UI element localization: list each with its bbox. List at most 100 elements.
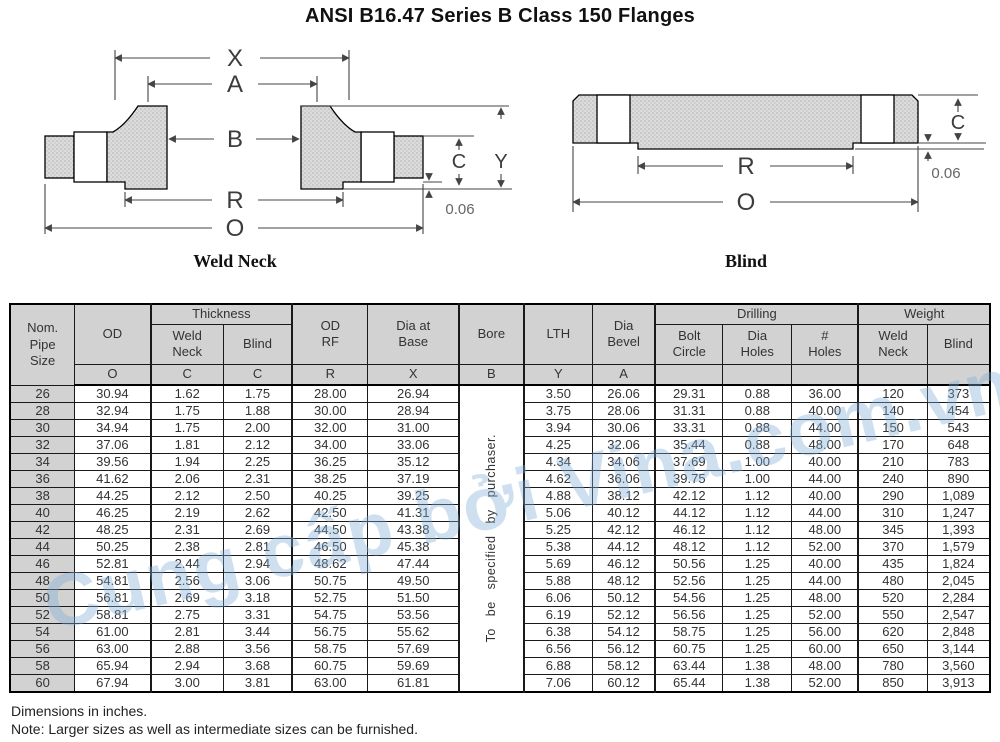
table-cell: 1,089 bbox=[926, 487, 991, 505]
note-larger-sizes: Note: Larger sizes as well as intermedia… bbox=[11, 721, 418, 738]
table-cell: 2.62 bbox=[222, 504, 293, 522]
letter-od-rf: R bbox=[291, 363, 369, 386]
table-cell: 32.94 bbox=[74, 402, 152, 420]
table-cell: 435 bbox=[857, 555, 928, 573]
col-header-dia-bevel: Dia Bevel bbox=[591, 303, 656, 365]
table-cell: 44.00 bbox=[791, 504, 859, 522]
table-cell: 50.12 bbox=[591, 589, 656, 607]
col-header-nom-pipe-size: Nom. Pipe Size bbox=[9, 303, 76, 386]
page-title: ANSI B16.47 Series B Class 150 Flanges bbox=[304, 5, 696, 27]
pipe-size-cell: 46 bbox=[9, 555, 76, 573]
table-cell: 56.75 bbox=[291, 623, 369, 641]
table-cell: 2.81 bbox=[222, 538, 293, 556]
table-cell: 26.94 bbox=[367, 384, 460, 403]
table-cell: 4.25 bbox=[522, 436, 593, 454]
table-cell: 2.12 bbox=[222, 436, 293, 454]
dim-label-y: Y bbox=[494, 151, 507, 173]
table-cell: 65.94 bbox=[74, 657, 152, 675]
table-cell: 890 bbox=[926, 470, 991, 488]
table-cell: 54.75 bbox=[291, 606, 369, 624]
table-cell: 37.19 bbox=[367, 470, 460, 488]
weldneck-right-bolt-band bbox=[360, 131, 395, 183]
table-cell: 0.88 bbox=[722, 419, 793, 437]
col-header-od-rf: OD RF bbox=[291, 303, 369, 365]
weldneck-left-hub bbox=[106, 105, 168, 190]
table-section: Nom. Pipe Size OD Thickness OD RF Dia at… bbox=[9, 303, 991, 693]
table-cell: 780 bbox=[857, 657, 928, 675]
table-cell: 58.75 bbox=[291, 640, 369, 658]
table-cell: 54.81 bbox=[74, 572, 152, 590]
group-header-weight: Weight bbox=[857, 303, 991, 325]
table-cell: 2.25 bbox=[222, 453, 293, 471]
weldneck-right-hub bbox=[300, 105, 362, 190]
table-cell: 543 bbox=[926, 419, 991, 437]
table-cell: 40.25 bbox=[291, 487, 369, 505]
table-cell: 40.00 bbox=[791, 453, 859, 471]
table-cell: 3.31 bbox=[222, 606, 293, 624]
table-cell: 1.88 bbox=[222, 402, 293, 420]
table-cell: 370 bbox=[857, 538, 928, 556]
pipe-size-cell: 56 bbox=[9, 640, 76, 658]
table-cell: 26.06 bbox=[591, 384, 656, 403]
table-cell: 1.75 bbox=[149, 402, 224, 420]
table-cell: 48.00 bbox=[791, 657, 859, 675]
table-cell: 58.81 bbox=[74, 606, 152, 624]
table-cell: 56.56 bbox=[654, 606, 724, 624]
dim-label-x: X bbox=[227, 45, 243, 72]
table-cell: 39.25 bbox=[367, 487, 460, 505]
dim-label-r: R bbox=[226, 187, 243, 214]
pipe-size-cell: 54 bbox=[9, 623, 76, 641]
table-cell: 48.00 bbox=[791, 521, 859, 539]
table-cell: 3.75 bbox=[522, 402, 593, 420]
table-cell: 2,284 bbox=[926, 589, 991, 607]
table-cell: 5.38 bbox=[522, 538, 593, 556]
table-cell: 52.00 bbox=[791, 606, 859, 624]
table-cell: 56.12 bbox=[591, 640, 656, 658]
table-cell: 53.56 bbox=[367, 606, 460, 624]
table-cell: 1.25 bbox=[722, 555, 793, 573]
col-header-lth: LTH bbox=[523, 303, 593, 365]
table-cell: 3.50 bbox=[522, 384, 593, 403]
table-cell: 2.69 bbox=[222, 521, 293, 539]
table-cell: 4.88 bbox=[522, 487, 593, 505]
table-cell: 48.12 bbox=[591, 572, 656, 590]
table-cell: 0.88 bbox=[722, 402, 793, 420]
table-cell: 48.25 bbox=[74, 521, 152, 539]
table-cell: 61.81 bbox=[367, 674, 460, 693]
table-cell: 48.00 bbox=[791, 589, 859, 607]
table-cell: 3.94 bbox=[522, 419, 593, 437]
table-cell: 2.31 bbox=[149, 521, 224, 539]
table-cell: 345 bbox=[857, 521, 928, 539]
letter-thickness-weld-neck: C bbox=[149, 363, 224, 386]
letter-weight-blind bbox=[926, 363, 991, 386]
pipe-size-cell: 58 bbox=[9, 657, 76, 675]
table-cell: 1.00 bbox=[722, 470, 793, 488]
pipe-size-cell: 48 bbox=[9, 572, 76, 590]
table-cell: 2.12 bbox=[149, 487, 224, 505]
table-cell: 454 bbox=[926, 402, 991, 420]
table-cell: 2.38 bbox=[149, 538, 224, 556]
raised-face-label: 0.06 bbox=[931, 165, 960, 182]
table-cell: 56.00 bbox=[791, 623, 859, 641]
table-cell: 63.00 bbox=[74, 640, 152, 658]
table-cell: 67.94 bbox=[74, 674, 152, 693]
diagram-area: X A B R O bbox=[0, 44, 1000, 302]
table-cell: 550 bbox=[857, 606, 928, 624]
table-cell: 1.00 bbox=[722, 453, 793, 471]
table-cell: 1.12 bbox=[722, 538, 793, 556]
pipe-size-cell: 50 bbox=[9, 589, 76, 607]
table-cell: 39.56 bbox=[74, 453, 152, 471]
weld-neck-caption: Weld Neck bbox=[193, 251, 277, 271]
table-cell: 36.06 bbox=[591, 470, 656, 488]
table-cell: 648 bbox=[926, 436, 991, 454]
table-cell: 2.50 bbox=[222, 487, 293, 505]
table-cell: 1,247 bbox=[926, 504, 991, 522]
table-cell: 33.31 bbox=[654, 419, 724, 437]
